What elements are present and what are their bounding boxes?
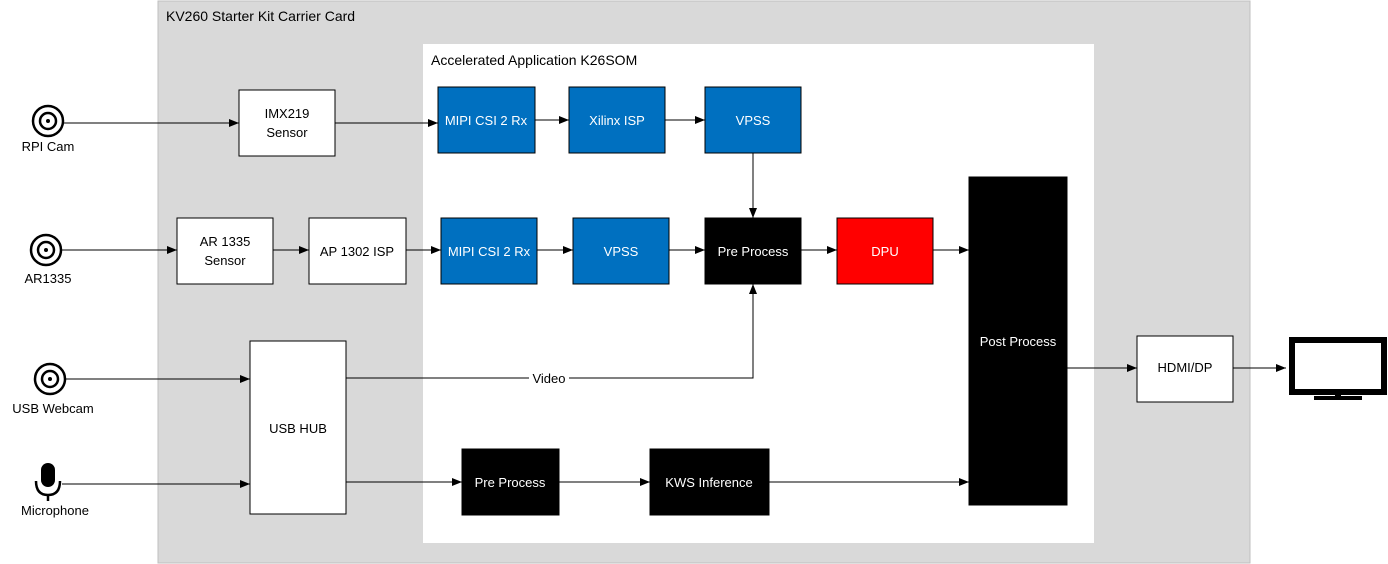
pre-process-video-label: Pre Process bbox=[718, 244, 789, 259]
video-edge-label: Video bbox=[532, 371, 565, 386]
post-process-block bbox=[968, 176, 1068, 506]
input-label-microphone: Microphone bbox=[21, 503, 89, 518]
mipi-csi-rx-top-label: MIPI CSI 2 Rx bbox=[445, 113, 528, 128]
edge-hub-video-to-preprocess bbox=[346, 284, 757, 379]
mipi-csi-rx-top-block bbox=[437, 86, 536, 154]
input-label-ar1335: AR1335 bbox=[25, 271, 72, 286]
camera-icon bbox=[31, 104, 65, 138]
xilinx-isp-label: Xilinx ISP bbox=[589, 113, 645, 128]
monitor-icon bbox=[1289, 337, 1387, 400]
pre-process-audio-block bbox=[461, 448, 560, 516]
usb-hub-label: USB HUB bbox=[269, 421, 327, 436]
ar1335-sensor-label-1: AR 1335 bbox=[200, 234, 251, 249]
mipi-csi-rx-mid-label: MIPI CSI 2 Rx bbox=[448, 244, 531, 259]
carrier-card-title: KV260 Starter Kit Carrier Card bbox=[166, 8, 355, 24]
ap1302-isp-label: AP 1302 ISP bbox=[320, 244, 394, 259]
hdmi-dp-block bbox=[1136, 335, 1234, 403]
dpu-label: DPU bbox=[871, 244, 898, 259]
ap1302-isp-block bbox=[308, 217, 407, 285]
imx219-sensor-label-1: IMX219 bbox=[265, 106, 310, 121]
ar1335-sensor-block bbox=[176, 217, 274, 285]
post-process-label: Post Process bbox=[980, 334, 1057, 349]
input-label-rpi-cam: RPI Cam bbox=[22, 139, 75, 154]
microphone-icon bbox=[34, 463, 62, 501]
input-label-usb-webcam: USB Webcam bbox=[12, 401, 93, 416]
vpss-mid-label: VPSS bbox=[604, 244, 639, 259]
vpss-mid-block bbox=[572, 217, 670, 285]
pre-process-audio-label: Pre Process bbox=[475, 475, 546, 490]
pre-process-video-block bbox=[704, 217, 802, 285]
imx219-sensor-label-2: Sensor bbox=[266, 125, 308, 140]
video-label-bg bbox=[529, 370, 569, 386]
usb-hub-block bbox=[249, 340, 347, 515]
kws-inference-block bbox=[649, 448, 770, 516]
hdmi-dp-label: HDMI/DP bbox=[1158, 360, 1213, 375]
dpu-block bbox=[836, 217, 934, 285]
mipi-csi-rx-mid-block bbox=[440, 217, 538, 285]
camera-icon bbox=[33, 362, 67, 396]
som-title: Accelerated Application K26SOM bbox=[431, 52, 637, 68]
camera-icon bbox=[29, 233, 63, 267]
connectors bbox=[62, 116, 1286, 488]
kws-inference-label: KWS Inference bbox=[665, 475, 752, 490]
xilinx-isp-block bbox=[568, 86, 666, 154]
ar1335-sensor-label-2: Sensor bbox=[204, 253, 246, 268]
imx219-sensor-block bbox=[238, 89, 336, 157]
vpss-top-label: VPSS bbox=[736, 113, 771, 128]
